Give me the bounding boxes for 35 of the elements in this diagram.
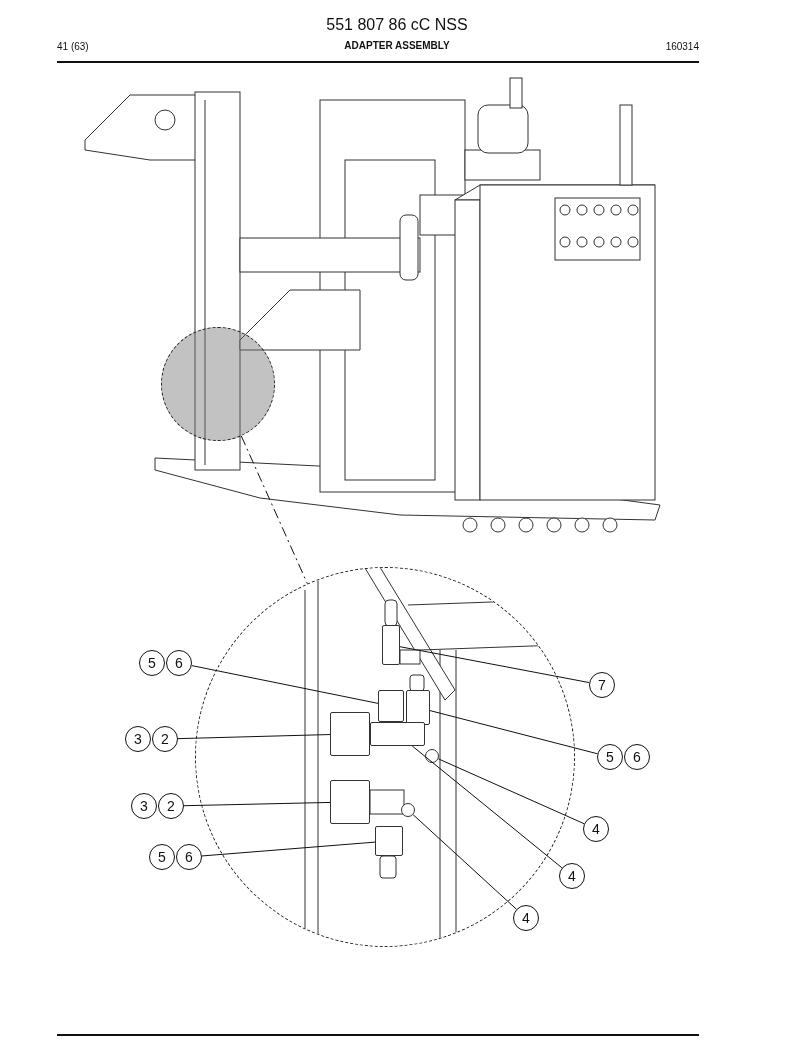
page-title: ADAPTER ASSEMBLY <box>344 40 450 51</box>
leader-line <box>411 745 563 869</box>
callout-number: 5 <box>597 744 623 770</box>
leader-line <box>437 758 585 825</box>
detail-link-line <box>240 435 308 585</box>
tee-fitting <box>369 721 425 746</box>
leader-line <box>429 710 598 755</box>
elbow-fitting <box>405 689 430 725</box>
leader-line <box>177 734 331 740</box>
callout-number: 3 <box>125 726 151 752</box>
callout-number: 6 <box>176 844 202 870</box>
callout-number: 5 <box>139 650 165 676</box>
callout-number: 2 <box>152 726 178 752</box>
callout-number: 2 <box>158 793 184 819</box>
leader-line <box>412 814 517 910</box>
leader-line <box>201 841 376 857</box>
leader-line <box>399 646 590 684</box>
leader-line <box>191 665 379 704</box>
elbow-fitting <box>374 825 403 856</box>
callout-number: 7 <box>589 672 615 698</box>
callout-number: 3 <box>131 793 157 819</box>
tee-fitting <box>381 624 400 665</box>
callout-number: 6 <box>166 650 192 676</box>
hex-nut <box>329 779 370 824</box>
page-label: 160314 <box>665 41 699 52</box>
page-label: 41 (63) <box>57 41 89 52</box>
tee-fitting <box>377 689 404 722</box>
fitting-cap <box>424 748 439 763</box>
leader-line <box>183 801 331 807</box>
callout-number: 6 <box>624 744 650 770</box>
callout-number: 4 <box>583 816 609 842</box>
document-number: 551 807 86 cC NSS <box>326 16 468 34</box>
hex-nut <box>329 711 370 756</box>
callout-number: 4 <box>559 863 585 889</box>
callout-number: 5 <box>149 844 175 870</box>
